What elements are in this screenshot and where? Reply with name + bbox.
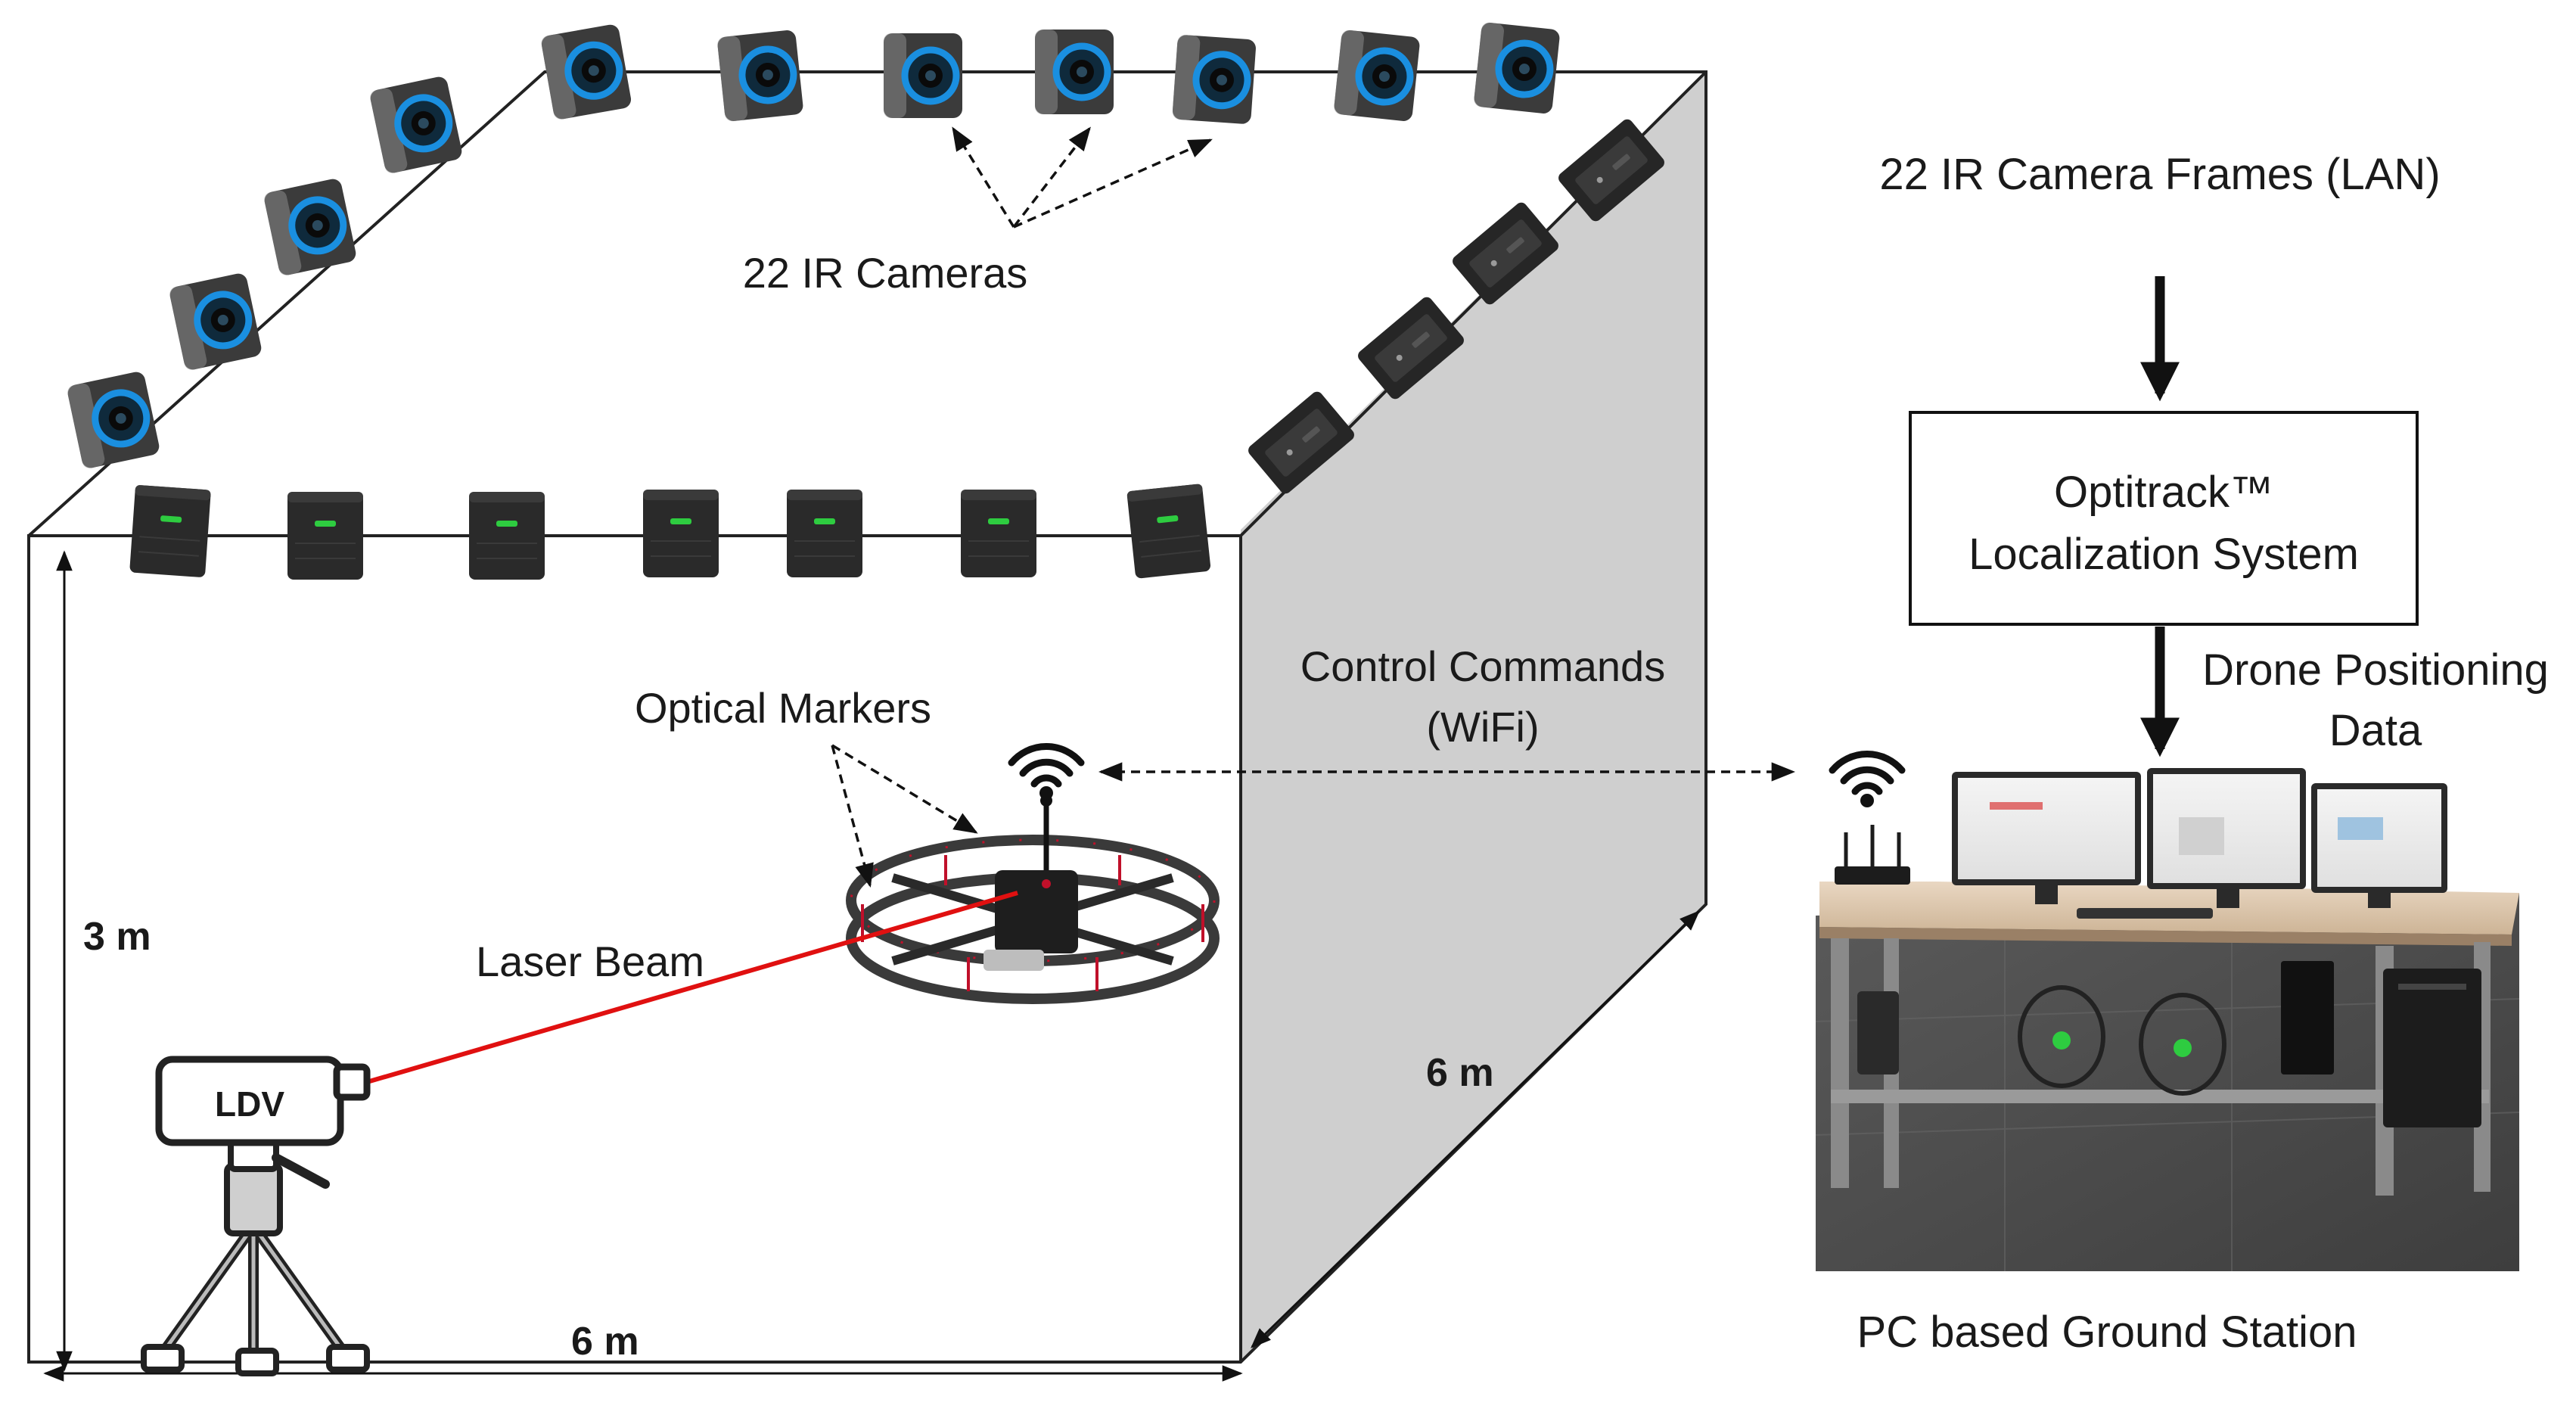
drone-icon <box>846 747 1220 1004</box>
flat-camera-icon <box>786 489 863 578</box>
wifi-label: (WiFi) <box>1426 703 1539 751</box>
flat-camera-icon <box>287 491 364 580</box>
ir-camera-icon <box>1035 30 1114 114</box>
ir-camera-icon <box>1473 22 1560 114</box>
ir-camera-icon <box>66 370 160 469</box>
ground-station-label: PC based Ground Station <box>1857 1308 2357 1357</box>
ir-cameras-label: 22 IR Cameras <box>743 249 1028 297</box>
optical-markers-callout: Optical Markers <box>635 684 978 888</box>
dimension-width: 6 m <box>43 1320 1243 1382</box>
control-commands-label: Control Commands <box>1300 642 1665 690</box>
flat-camera-icon <box>129 484 212 579</box>
ir-cameras-callout: 22 IR Cameras <box>743 126 1213 297</box>
positioning-label: Drone Positioning <box>2202 645 2549 695</box>
optical-markers-label: Optical Markers <box>635 684 931 732</box>
flat-camera-icon <box>468 491 545 580</box>
optitrack-box: Optitrack™ Localization System <box>1909 411 2419 626</box>
flat-camera-icon <box>1126 483 1212 580</box>
ir-camera-icon <box>263 177 357 276</box>
tripod-icon <box>141 1136 370 1376</box>
station-wifi-icon <box>1832 754 1902 807</box>
flat-camera-icon <box>960 489 1037 578</box>
depth-label: 6 m <box>1426 1051 1494 1095</box>
ldv-icon: LDV <box>155 1056 371 1146</box>
optitrack-subtitle: Localization System <box>1969 530 2359 579</box>
drone-wifi-icon <box>1011 747 1081 800</box>
flat-camera-icon <box>642 489 719 578</box>
ir-camera-icon <box>168 272 263 371</box>
width-label: 6 m <box>571 1320 639 1364</box>
laser-beam: Laser Beam <box>366 891 1018 1084</box>
ldv-label: LDV <box>215 1084 284 1124</box>
wifi-link: Control Commands (WiFi) <box>1098 642 1796 782</box>
optitrack-title: Optitrack™ <box>2054 468 2273 517</box>
ir-camera-icon <box>368 75 463 174</box>
laser-beam-label: Laser Beam <box>476 938 704 985</box>
ir-camera-icon <box>1172 35 1257 125</box>
ir-camera-icon <box>884 33 962 118</box>
height-label: 3 m <box>83 915 151 959</box>
ir-camera-icon <box>716 30 803 122</box>
positioning-sublabel: Data <box>2329 706 2422 755</box>
ir-camera-icon <box>1333 30 1420 122</box>
dimension-height: 3 m <box>56 550 151 1372</box>
camera-frames-label: 22 IR Camera Frames (LAN) <box>1879 150 2440 199</box>
ground-station-icon <box>1815 754 2520 1271</box>
dimension-depth: 6 m <box>1251 910 1700 1348</box>
ir-camera-icon <box>540 23 632 120</box>
